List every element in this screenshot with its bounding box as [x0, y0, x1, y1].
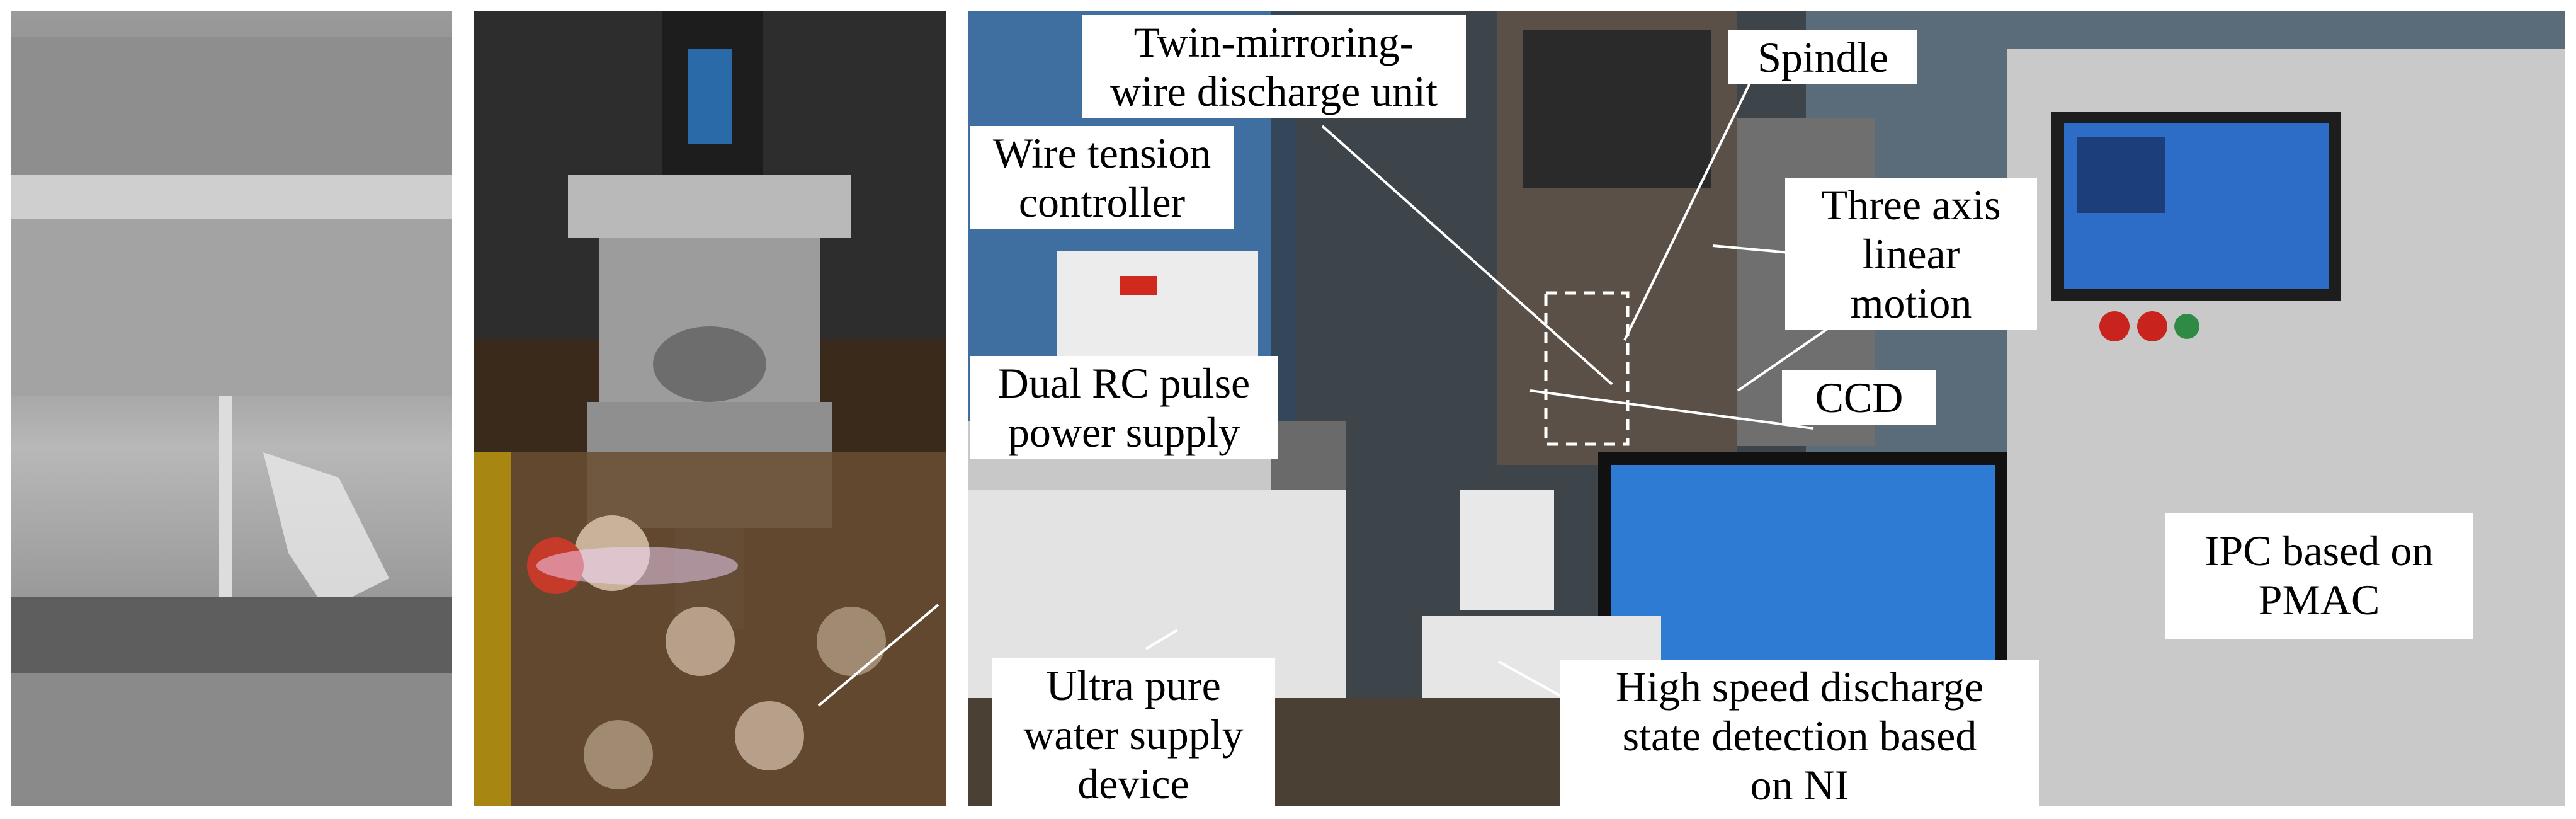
- label-three-axis-linear-motion: Three axis linear motion: [1785, 178, 2037, 330]
- label-dual-rc-pulse-power-supply: Dual RC pulse power supply: [970, 356, 1278, 459]
- label-wire-tension-controller: Wire tension controller: [970, 126, 1234, 229]
- closeup-discharge-photo: [11, 11, 452, 806]
- label-high-speed-discharge-detection: High speed discharge state detection bas…: [1560, 660, 2039, 812]
- label-ultra-pure-water-supply-device: Ultra pure water supply device: [992, 658, 1275, 811]
- label-ipc-based-on-pmac: IPC based on PMAC: [2165, 513, 2473, 639]
- spindle-pulley-photo: [474, 11, 946, 806]
- label-spindle: Spindle: [1728, 30, 1917, 84]
- label-ccd: CCD: [1782, 370, 1936, 425]
- label-twin-mirroring-unit: Twin-mirroring- wire discharge unit: [1082, 15, 1466, 118]
